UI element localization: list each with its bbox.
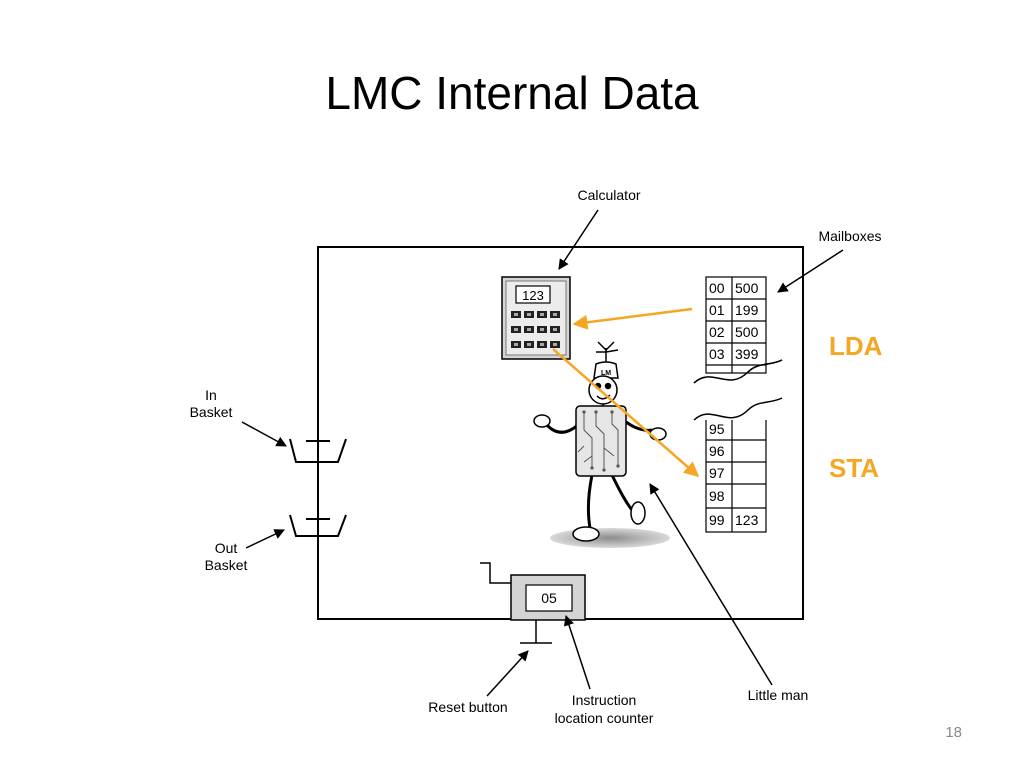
mailboxes-top xyxy=(705,276,767,374)
out-basket-label-line1: Out xyxy=(215,540,238,556)
mailbox-01-value: 199 xyxy=(735,302,759,318)
mailbox-99-address: 99 xyxy=(709,512,725,528)
mailbox-00-value: 500 xyxy=(735,280,759,296)
mailbox-00-address: 00 xyxy=(709,280,725,296)
calculator: 123 xyxy=(501,276,571,360)
mailbox-02-address: 02 xyxy=(709,324,725,340)
calculator-display-value: 123 xyxy=(522,288,544,303)
sta-label: STA xyxy=(829,453,879,483)
out-basket xyxy=(289,514,347,619)
counter-pointer xyxy=(563,615,591,690)
mailbox-01-address: 01 xyxy=(709,302,725,318)
little-man-shadow xyxy=(550,528,670,548)
counter-wire xyxy=(480,562,511,584)
reset-button-label: Reset button xyxy=(428,699,507,715)
instruction-location-counter: 05 xyxy=(510,574,586,621)
out-basket-pointer xyxy=(245,529,285,549)
lda-arrow xyxy=(572,307,693,330)
reset-button xyxy=(520,620,552,644)
mailbox-96-address: 96 xyxy=(709,443,725,459)
mailbox-98-address: 98 xyxy=(709,488,725,504)
calculator-pointer xyxy=(558,209,599,270)
in-basket-label-line2: Basket xyxy=(190,404,233,420)
in-basket-pointer xyxy=(241,421,287,447)
sta-arrow xyxy=(552,348,700,477)
mailboxes-bottom-break xyxy=(693,397,783,421)
mailbox-03-address: 03 xyxy=(709,346,725,362)
reset-button-pointer xyxy=(486,650,529,697)
in-basket-label-line1: In xyxy=(205,387,217,403)
counter-label-line1: Instruction xyxy=(572,692,637,708)
little-man-label: Little man xyxy=(748,687,809,703)
out-basket-label-line2: Basket xyxy=(205,557,248,573)
mailbox-97-address: 97 xyxy=(709,465,725,481)
counter-label-line2: location counter xyxy=(555,710,654,726)
calculator-label: Calculator xyxy=(577,187,640,203)
mailboxes-pointer xyxy=(777,249,844,293)
slide-title: LMC Internal Data xyxy=(325,67,699,119)
mailbox-95-address: 95 xyxy=(709,421,725,437)
calculator-display xyxy=(515,285,551,304)
mailbox-02-value: 500 xyxy=(735,324,759,340)
little-man-pointer xyxy=(649,483,773,686)
little-man-hat-label: LM xyxy=(601,370,611,377)
counter-display-value: 05 xyxy=(541,590,557,606)
lda-label: LDA xyxy=(829,331,883,361)
little-man: LM xyxy=(533,341,670,548)
mailbox-99-value: 123 xyxy=(735,512,759,528)
mailboxes-bottom xyxy=(705,413,767,533)
in-basket xyxy=(289,247,347,519)
page-number: 18 xyxy=(945,724,962,741)
mailboxes-label: Mailboxes xyxy=(818,228,881,244)
mailbox-03-value: 399 xyxy=(735,346,759,362)
